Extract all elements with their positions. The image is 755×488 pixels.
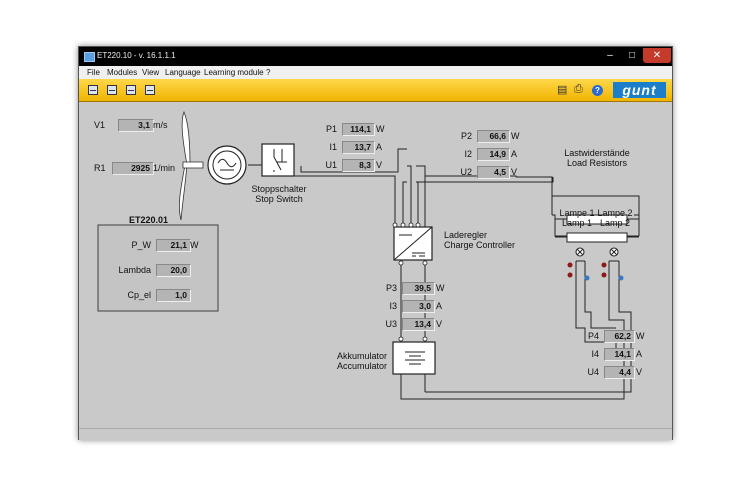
i2-label: I2 bbox=[464, 149, 472, 159]
r1-label: R1 bbox=[94, 163, 106, 173]
p3-value: 39,5 bbox=[402, 282, 435, 295]
lamp1-label-en: Lamp 1 bbox=[561, 218, 593, 228]
charge-controller-label-de: Laderegler bbox=[444, 230, 488, 240]
charge-controller-label-en: Charge Controller bbox=[444, 240, 516, 250]
u3-unit: V bbox=[436, 319, 443, 329]
lamp2-label-en: Lamp 2 bbox=[599, 218, 631, 228]
accumulator-icon bbox=[392, 341, 436, 375]
i4-value: 14,1 bbox=[604, 348, 635, 361]
stop-switch-icon bbox=[261, 143, 295, 177]
p2-unit: W bbox=[511, 131, 520, 141]
i4-label: I4 bbox=[591, 349, 599, 359]
minimize-button[interactable]: – bbox=[607, 50, 613, 61]
u3-value: 13,4 bbox=[402, 318, 435, 331]
i1-unit: A bbox=[376, 142, 383, 152]
lambda-label: Lambda bbox=[118, 265, 151, 275]
lambda-value: 20,0 bbox=[156, 264, 191, 277]
i1-value: 13,7 bbox=[342, 141, 375, 154]
process-schematic: V1 3,1 m/s R1 2925 1/min Stoppschalter S… bbox=[79, 102, 672, 428]
generator-icon bbox=[207, 145, 247, 185]
u2-value: 4,5 bbox=[477, 166, 510, 179]
v1-value: 3,1 bbox=[118, 119, 154, 132]
i4-unit: A bbox=[636, 349, 643, 359]
lamp-icon bbox=[567, 247, 624, 281]
p3-label: P3 bbox=[385, 283, 397, 293]
help-icon[interactable]: ? bbox=[592, 85, 603, 96]
i1-label: I1 bbox=[329, 142, 337, 152]
u1-unit: V bbox=[376, 160, 383, 170]
u3-label: U3 bbox=[385, 319, 397, 329]
accumulator-label-en: Accumulator bbox=[336, 361, 387, 371]
p1-value: 114,1 bbox=[342, 123, 375, 136]
window-title: ET220.10 - v. 16.1.1.1 bbox=[97, 51, 176, 60]
device-icon[interactable]: ▤ bbox=[557, 84, 568, 96]
toolbar: ▤ ⎙ ? gunt bbox=[79, 79, 672, 102]
u4-value: 4,4 bbox=[604, 366, 635, 379]
r1-value: 2925 bbox=[112, 162, 154, 175]
terminal-icon bbox=[392, 222, 428, 342]
pw-unit: W bbox=[190, 240, 199, 250]
stop-switch-label-en: Stop Switch bbox=[255, 194, 303, 204]
p4-label: P4 bbox=[587, 331, 599, 341]
graph-icon[interactable] bbox=[145, 85, 155, 95]
status-bar bbox=[79, 428, 672, 440]
menu-help[interactable]: ? bbox=[266, 68, 271, 77]
load-resistors-label-de: Lastwiderstände bbox=[564, 148, 630, 158]
maximize-button[interactable]: □ bbox=[628, 50, 636, 61]
edit-document-icon[interactable] bbox=[107, 85, 117, 95]
load-resistor-icon bbox=[555, 214, 639, 243]
lamp1-label-de: Lampe 1 bbox=[559, 208, 595, 218]
pw-value: 21,1 bbox=[156, 239, 191, 252]
u2-label: U2 bbox=[460, 167, 472, 177]
app-window: ET220.10 - v. 16.1.1.1 – □ ✕ File Module… bbox=[78, 46, 673, 440]
p4-value: 62,2 bbox=[604, 330, 635, 343]
close-button[interactable]: ✕ bbox=[643, 48, 671, 63]
menu-learning-module[interactable]: Learning module bbox=[204, 68, 264, 77]
i3-unit: A bbox=[436, 301, 443, 311]
i2-value: 14,9 bbox=[477, 148, 510, 161]
stop-switch-label-de: Stoppschalter bbox=[251, 184, 307, 194]
lamp2-label-de: Lampe 2 bbox=[597, 208, 633, 218]
v1-label: V1 bbox=[94, 120, 106, 130]
menu-modules[interactable]: Modules bbox=[107, 68, 138, 77]
i3-value: 3,0 bbox=[402, 300, 435, 313]
charge-controller-icon bbox=[393, 226, 433, 261]
v1-unit: m/s bbox=[153, 120, 168, 130]
print-icon[interactable]: ⎙ bbox=[574, 83, 583, 95]
u2-unit: V bbox=[511, 167, 518, 177]
process-schematic-icon[interactable] bbox=[88, 85, 98, 95]
accumulator-label-de: Akkumulator bbox=[336, 351, 387, 361]
p3-unit: W bbox=[436, 283, 445, 293]
title-bar: ET220.10 - v. 16.1.1.1 – □ ✕ bbox=[79, 47, 672, 66]
menu-view[interactable]: View bbox=[142, 68, 160, 77]
wind-turbine-icon bbox=[178, 110, 204, 221]
u1-value: 8,3 bbox=[342, 159, 375, 172]
p1-label: P1 bbox=[325, 124, 337, 134]
cpel-label: Cp_el bbox=[127, 290, 151, 300]
u1-label: U1 bbox=[325, 160, 337, 170]
i2-unit: A bbox=[511, 149, 518, 159]
pw-label: P_W bbox=[131, 240, 151, 250]
p1-unit: W bbox=[376, 124, 385, 134]
p2-value: 66,6 bbox=[477, 130, 510, 143]
gunt-logo: gunt bbox=[613, 82, 666, 98]
panel-title: ET220.01 bbox=[129, 215, 169, 225]
menu-language[interactable]: Language bbox=[165, 68, 201, 77]
r1-unit: 1/min bbox=[153, 163, 176, 173]
i3-label: I3 bbox=[389, 301, 397, 311]
load-resistors-label-en: Load Resistors bbox=[566, 158, 628, 168]
app-icon bbox=[84, 52, 95, 62]
chart-icon[interactable] bbox=[126, 85, 136, 95]
menu-bar: File Modules View Language Learning modu… bbox=[79, 66, 672, 79]
cpel-value: 1,0 bbox=[156, 289, 191, 302]
p2-label: P2 bbox=[460, 131, 472, 141]
u4-label: U4 bbox=[587, 367, 599, 377]
p4-unit: W bbox=[636, 331, 645, 341]
u4-unit: V bbox=[636, 367, 643, 377]
menu-file[interactable]: File bbox=[87, 68, 100, 77]
